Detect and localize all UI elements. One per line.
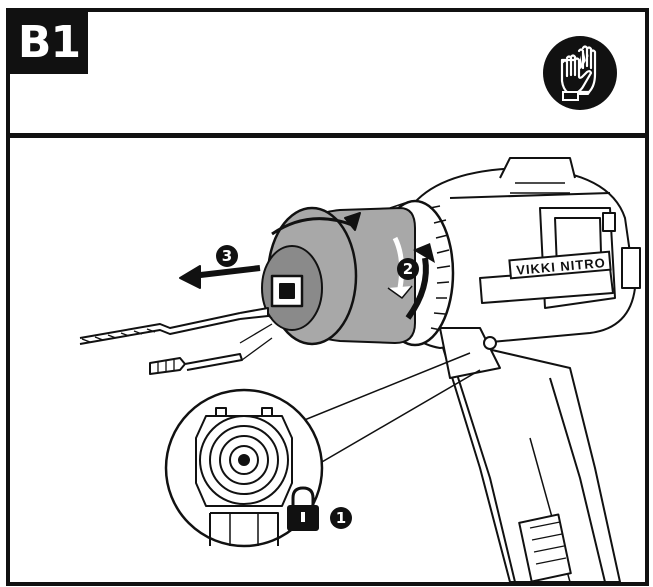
step-number-3: 3 <box>222 247 232 265</box>
step-number-2: 2 <box>403 260 413 278</box>
step-marker-1: 1 <box>330 507 352 529</box>
drill-drawing: VIKKI NITRO 1 2 3 <box>79 157 641 582</box>
rotate-arrow-icon <box>405 243 435 320</box>
brand-plate: VIKKI NITRO <box>508 250 612 280</box>
step-label: B1 <box>10 12 88 74</box>
instruction-frame: B1 <box>6 8 649 586</box>
header-bar: B1 <box>10 12 645 138</box>
arrow-left-icon <box>179 265 261 289</box>
step-marker-2: 2 <box>397 258 419 280</box>
lock-icon <box>287 486 319 531</box>
step-number-1: 1 <box>336 509 346 527</box>
gloves-icon <box>543 36 617 110</box>
zoom-inset <box>164 388 324 548</box>
drill-bits <box>79 307 273 375</box>
chuck-sleeve <box>261 206 416 346</box>
drill-illustration: VIKKI NITRO 1 2 3 <box>10 138 645 582</box>
drill-handle <box>439 337 621 582</box>
step-marker-3: 3 <box>216 245 238 267</box>
